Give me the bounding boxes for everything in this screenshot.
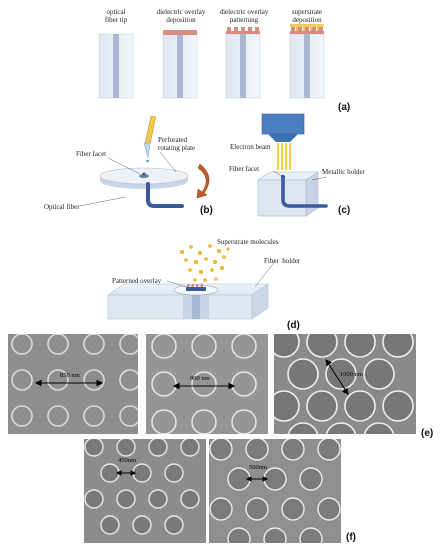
panel-b-spin-coating [79, 115, 210, 208]
measure-900: 900 nm [190, 375, 210, 382]
panel-tag-e: (e) [421, 428, 434, 439]
step-label-4: superstrate deposition [291, 8, 323, 24]
measure-500: 500nm [249, 464, 268, 471]
fiber-tip-1 [98, 33, 134, 99]
electron-column [261, 113, 305, 135]
sem-image-1000: 1000 nm [274, 334, 416, 434]
fiber-tip-4 [289, 24, 325, 99]
label-optical-fiber: Optical fiber [44, 203, 80, 211]
fiber-tip-2 [162, 30, 198, 99]
label-electron-beam: Electron beam [230, 143, 271, 151]
panel-tag-c: (c) [338, 205, 351, 216]
rotation-arrow-icon [196, 163, 210, 199]
metallic-holder [257, 171, 328, 217]
label-fiber-holder: Fiber holder [264, 257, 301, 265]
step-label-2: dielectric overlay deposition [156, 8, 206, 24]
label-rotating-plate: Perforated rotating plate [158, 136, 196, 152]
panel-c-ebl [257, 113, 328, 217]
sem-image-500: 500nm [209, 439, 341, 543]
measure-850: 850 nm [60, 372, 80, 379]
panel-tag-f: (f) [346, 532, 356, 543]
label-patterned-overlay: Patterned overlay [112, 277, 162, 285]
label-fiber-facet-c: Fiber facet [229, 165, 260, 173]
optical-fiber-line [146, 182, 184, 208]
measure-450: 450nm [118, 457, 137, 464]
panel-tag-b: (b) [200, 205, 213, 216]
fiber-tip-3 [225, 27, 261, 99]
step-label-3: dielectric overlay patterning [219, 8, 269, 24]
label-fiber-facet-b: Fiber facet [76, 150, 107, 158]
panel-d-superstrate [107, 244, 276, 320]
label-superstrate-molecules: Superstrate molecules [217, 238, 279, 246]
electron-beam-rays [277, 143, 291, 170]
panel-tag-d: (d) [287, 320, 300, 331]
sem-image-900: 900 nm [146, 334, 268, 434]
sem-image-850: 850 nm [8, 334, 138, 434]
superstrate-molecules-dots [180, 244, 230, 282]
pipette-icon [143, 115, 156, 163]
fiber-holder-block [107, 283, 269, 320]
panel-tag-a: (a) [338, 102, 351, 113]
sem-image-450: 450nm [84, 439, 206, 543]
label-metallic-holder: Metallic holder [322, 168, 365, 176]
measure-1000: 1000 nm [340, 371, 363, 378]
rotating-plate [99, 167, 189, 189]
step-label-1: optical fiber tip [104, 8, 128, 24]
panel-a-fibers [98, 24, 325, 99]
